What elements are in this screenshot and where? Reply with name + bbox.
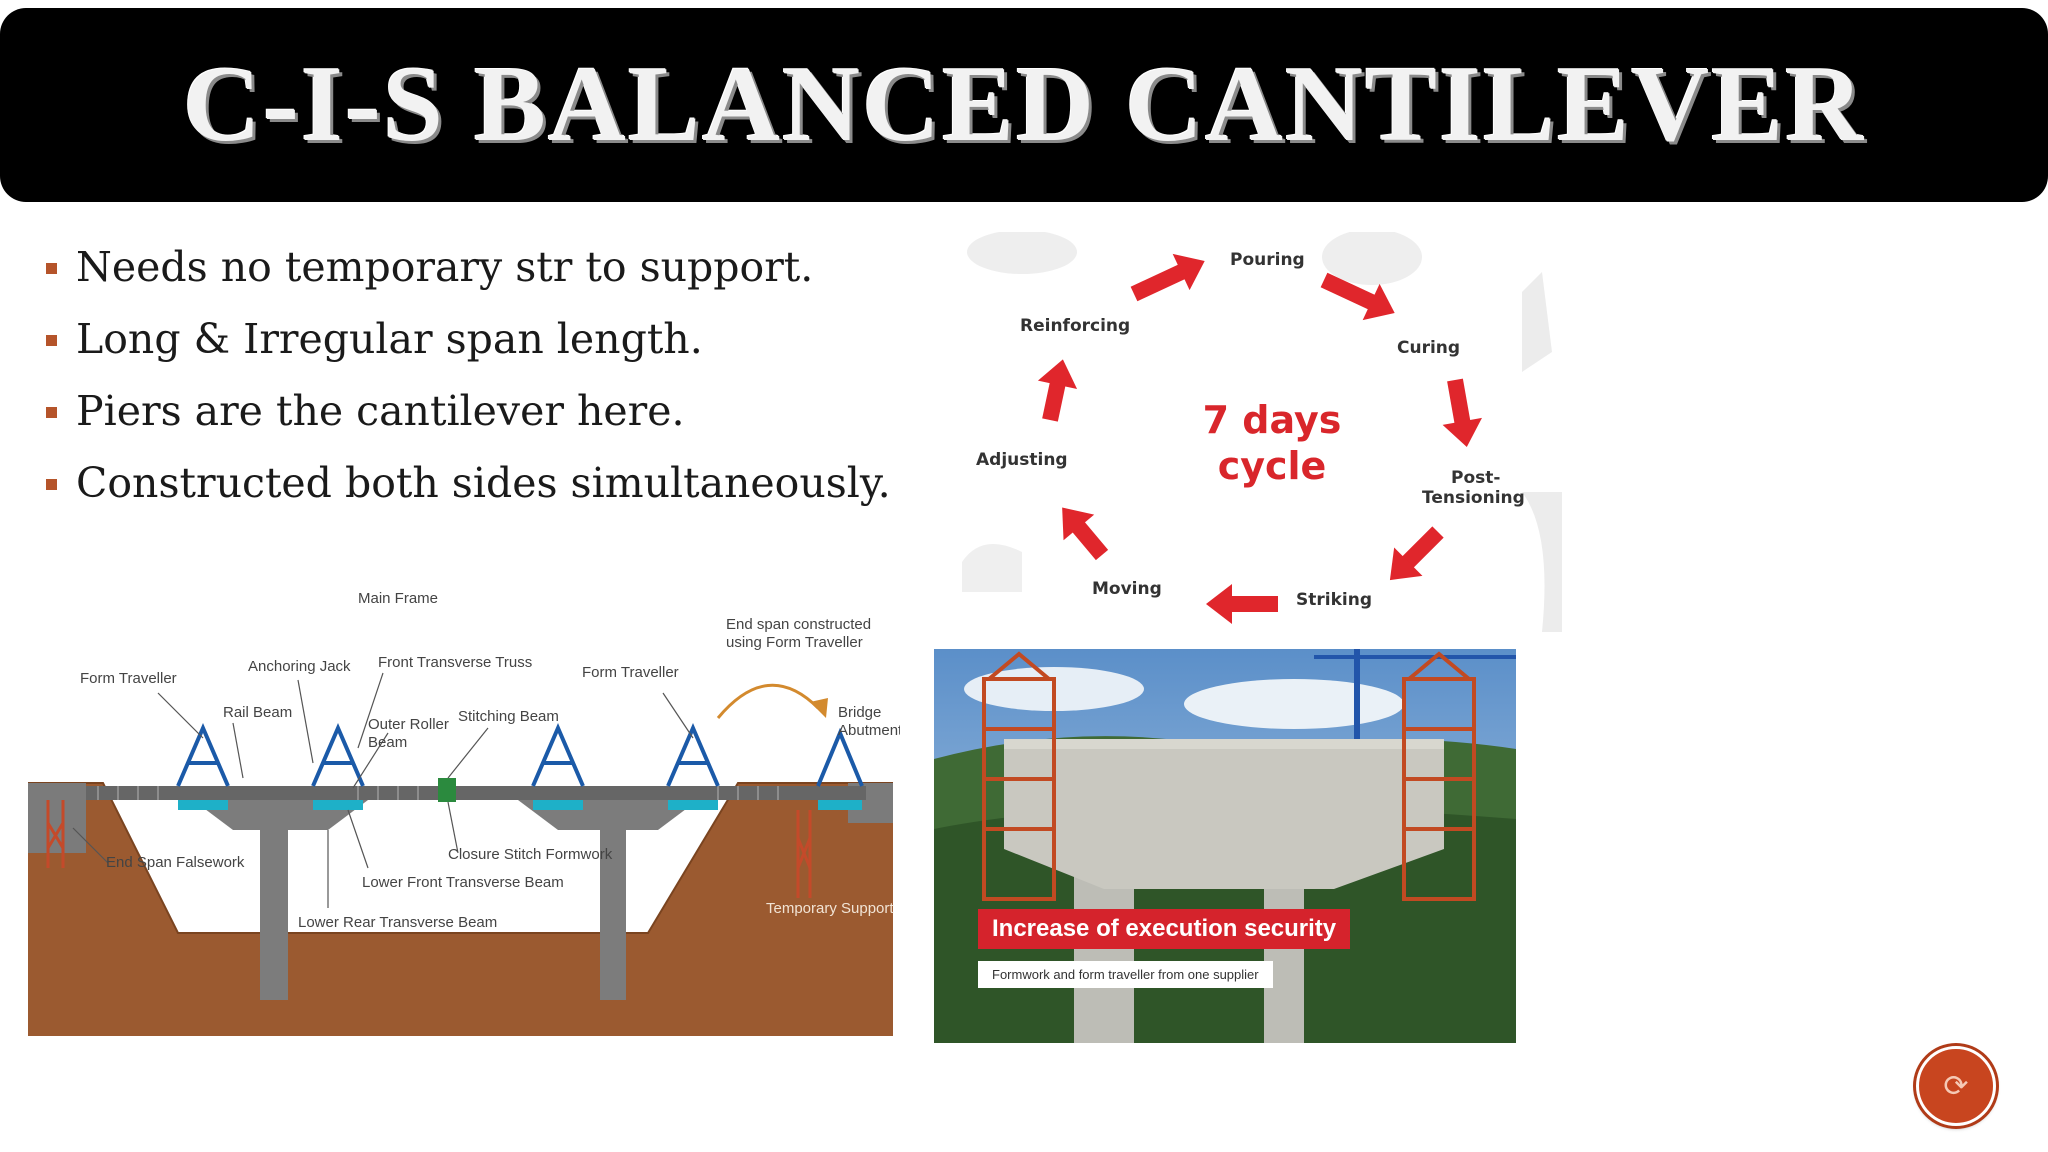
slide-title: C-I-S BALANCED CANTILEVER: [182, 45, 1866, 164]
arrow-icon: [1320, 272, 1395, 321]
form-traveller-photo: Increase of execution security Formwork …: [934, 649, 1516, 1043]
diagram-label: Closure Stitch Formwork: [448, 846, 613, 863]
diagram-label: Rail Beam: [223, 704, 293, 721]
diagram-label: Form Traveller: [582, 664, 679, 681]
cycle-step-label: Moving: [1092, 579, 1162, 599]
slide-nav-button[interactable]: ⟳: [1916, 1046, 1996, 1126]
diagram-label: Lower Front Transverse Beam: [362, 874, 564, 891]
diagram-label: Outer Roller: [368, 716, 449, 733]
arrow-icon: [1130, 253, 1205, 302]
diagram-label: Stitching Beam: [458, 708, 559, 725]
diagram-label: Form Traveller: [80, 670, 177, 687]
arrow-icon: [1062, 507, 1109, 561]
bridge-construction-diagram: Main Frame Form Traveller Anchoring Jack…: [28, 568, 900, 1043]
cycle-step-label: Pouring: [1230, 250, 1305, 270]
slide-nav-icon: ⟳: [1943, 1068, 1969, 1104]
diagram-label: Main Frame: [358, 590, 439, 607]
arrow-icon: [1442, 378, 1482, 447]
arrow-icon: [1037, 359, 1078, 422]
diagram-label: Front Transverse Truss: [378, 654, 533, 671]
cycle-step-label: Reinforcing: [1020, 316, 1131, 336]
cycle-step-label: Tensioning: [1422, 488, 1525, 508]
photo-banner: Increase of execution security: [978, 909, 1351, 949]
photo-subtitle: Formwork and form traveller from one sup…: [978, 961, 1273, 988]
cycle-step-label: Adjusting: [976, 450, 1068, 470]
cycle-arrows: [1037, 253, 1482, 624]
diagram-label: Abutment: [838, 722, 900, 739]
diagram-label: End Span Falsework: [106, 854, 245, 871]
cycle-center-line: cycle: [1217, 444, 1327, 488]
diagram-label: End span constructed: [726, 616, 872, 633]
cycle-center-text: 7 days cycle: [1152, 397, 1392, 489]
cycle-diagram-image: Pouring Curing Post- Tensioning Striking…: [962, 232, 1562, 637]
bullet-item: Needs no temporary str to support.: [44, 232, 944, 304]
bullet-item: Constructed both sides simultaneously.: [44, 448, 944, 520]
bullet-list: Needs no temporary str to support. Long …: [44, 232, 944, 520]
arrow-icon: [1389, 526, 1444, 581]
diagram-label: Beam: [368, 734, 408, 751]
cycle-step-label: Curing: [1397, 338, 1461, 358]
cycle-step-label: Striking: [1296, 590, 1372, 610]
bullet-item: Long & Irregular span length.: [44, 304, 944, 376]
title-bar: C-I-S BALANCED CANTILEVER: [0, 8, 2048, 202]
diagram-label: using Form Traveller: [726, 634, 863, 651]
bridge-diagram-drawing: [28, 568, 900, 1043]
cycle-background: [962, 232, 1562, 632]
diagram-label: Anchoring Jack: [248, 658, 351, 675]
bullet-item: Piers are the cantilever here.: [44, 376, 944, 448]
diagram-label: Temporary Support: [766, 900, 894, 917]
cycle-center-line: 7 days: [1202, 398, 1342, 442]
diagram-label: Lower Rear Transverse Beam: [298, 914, 498, 931]
diagram-label: Bridge: [838, 704, 882, 721]
cycle-step-label: Post-: [1451, 468, 1501, 488]
arrow-icon: [1206, 584, 1278, 624]
